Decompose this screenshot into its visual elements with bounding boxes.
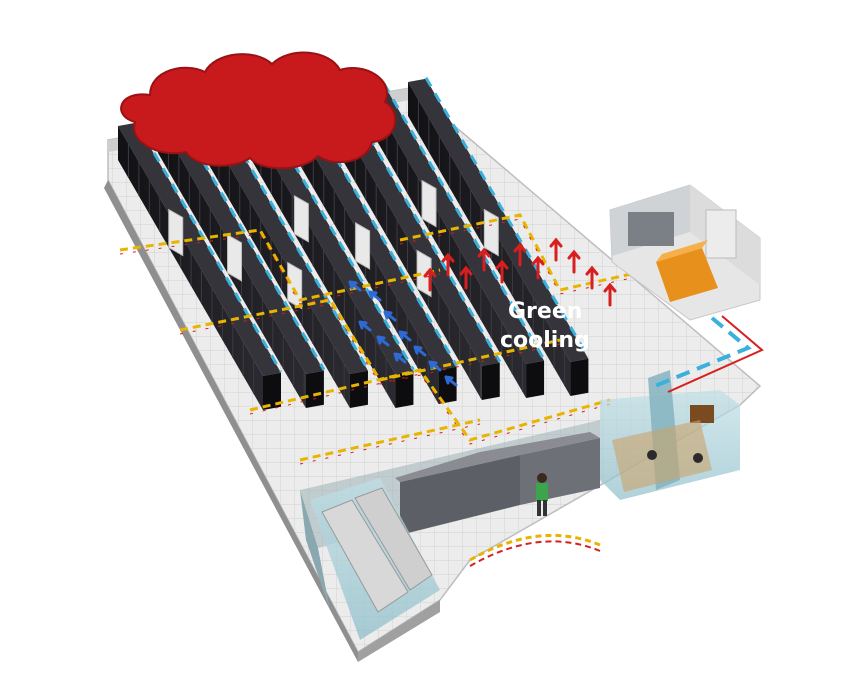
hot-air-arrow [477, 247, 491, 272]
hot-air-arrow [495, 259, 509, 284]
green-cooling-label-line2: cooling [500, 328, 590, 353]
cooling-units [168, 179, 499, 310]
rack-row-front [198, 112, 350, 408]
technician-figure [536, 473, 548, 516]
red-pipe [299, 423, 481, 465]
red-pipe [399, 218, 641, 295]
rack-row-front [118, 126, 263, 410]
cold-aisle-markers [134, 77, 590, 373]
airflow-arrows [348, 237, 617, 387]
rack-row-side [305, 370, 324, 408]
blue-dash-line [134, 121, 283, 373]
crac-unit [227, 233, 243, 282]
crac-unit [287, 261, 303, 310]
crac-unit [168, 208, 184, 257]
operator-figure [647, 450, 657, 460]
rack-row-side [395, 370, 414, 408]
hot-air-arrow [603, 282, 617, 307]
hot-air-arrow [441, 252, 455, 277]
rack-row-top [118, 122, 281, 376]
rack-row-side [570, 358, 589, 396]
hot-air-arrow [531, 255, 545, 280]
blue-dash-line [174, 114, 326, 371]
blue-dash-line [214, 107, 370, 371]
floor-flow-markings [469, 533, 601, 567]
rack-row-side [349, 370, 368, 408]
crac-unit [293, 194, 309, 243]
yellow-pipe [119, 228, 441, 302]
cold-air-arrow [368, 290, 382, 302]
rack-row-top [366, 84, 545, 364]
cold-air-arrow [413, 345, 427, 357]
hot-air-arrow [423, 267, 437, 292]
cold-air-arrow [358, 320, 372, 332]
crac-unit [421, 179, 437, 228]
cloud-icon [120, 51, 397, 170]
generator-unit [656, 248, 718, 302]
rack-row-side [263, 372, 281, 410]
crac-unit [355, 222, 371, 270]
yellow-pipe [399, 213, 641, 292]
hot-air-arrow [459, 265, 473, 290]
hot-air-arrow [549, 237, 563, 262]
cold-air-arrow [376, 335, 390, 347]
generator-building [609, 184, 761, 321]
blue-dash-line [298, 95, 458, 367]
cold-air-arrow [444, 375, 458, 387]
cold-air-arrow [398, 330, 412, 342]
power-link-lines [649, 315, 764, 393]
coolant-pipes [119, 213, 641, 465]
rack-row-front [240, 106, 396, 408]
rack-row-top [198, 108, 368, 374]
operator-figure [693, 453, 703, 463]
office-desks [612, 420, 712, 492]
rack-row-front [366, 88, 527, 398]
crac-unit [483, 208, 499, 257]
yellow-pipe [299, 418, 481, 462]
rack-row-side [481, 362, 500, 400]
blue-dash-line [256, 101, 415, 371]
storage-array [321, 499, 409, 613]
hot-air-arrow [567, 249, 581, 274]
wall-monitor [690, 405, 714, 423]
storage-room [310, 478, 440, 640]
rack-row-side [438, 366, 457, 404]
storage-array [354, 487, 433, 591]
green-cooling-label-line1: Green [508, 299, 582, 324]
cold-air-arrow [348, 280, 362, 292]
cold-air-arrow [393, 352, 407, 364]
electrical-panel [628, 212, 674, 246]
switchgear-cabinet [705, 209, 737, 259]
hot-air-arrow [513, 242, 527, 267]
rack-row-front [324, 94, 482, 400]
cold-air-arrow [428, 360, 442, 372]
rack-row-top [324, 90, 500, 366]
rack-row-side [526, 360, 545, 398]
cold-air-arrow [383, 310, 397, 322]
yellow-pipe [179, 298, 561, 382]
hot-air-arrow [585, 265, 599, 290]
red-pipe [179, 303, 561, 385]
rack-row-top [240, 102, 414, 374]
